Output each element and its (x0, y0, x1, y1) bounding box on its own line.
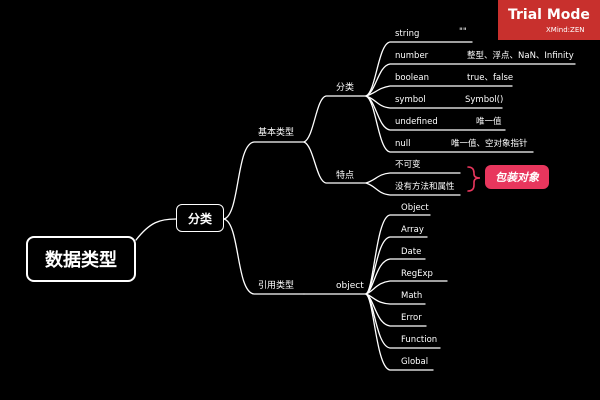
watermark-subtitle: XMind:ZEN (546, 26, 585, 34)
type-value-undefined[interactable]: 唯一值 (476, 117, 502, 127)
ref-item-regexp[interactable]: RegExp (401, 269, 433, 279)
ref-item-function[interactable]: Function (401, 335, 438, 345)
connector-type-number (365, 63, 576, 97)
connector-main-reference (223, 218, 305, 295)
root-node[interactable]: 数据类型 (26, 236, 136, 282)
connector-item-regexp (365, 280, 448, 295)
type-value-boolean[interactable]: true、false (467, 73, 514, 83)
feature-immutable[interactable]: 不可变 (395, 160, 421, 170)
type-name-null[interactable]: null (395, 139, 411, 149)
ref-item-error[interactable]: Error (401, 313, 422, 323)
ref-item-global[interactable]: Global (401, 357, 429, 367)
callout-wrapper-objects[interactable]: 包装对象 (485, 165, 549, 189)
subtopic-category[interactable]: 分类 (336, 83, 355, 93)
type-name-boolean[interactable]: boolean (395, 73, 429, 83)
ref-item-date[interactable]: Date (401, 247, 422, 257)
type-value-string[interactable]: "" (459, 27, 467, 37)
main-topic-node[interactable]: 分类 (176, 204, 224, 232)
type-value-null[interactable]: 唯一值、空对象指针 (451, 139, 528, 149)
type-value-symbol[interactable]: Symbol() (465, 95, 504, 105)
connector-item-math (365, 293, 426, 305)
connector-type-null (365, 95, 534, 153)
connector-feature-no-methods (365, 182, 461, 196)
connector-item-array (365, 236, 428, 295)
connector-root-main (135, 218, 177, 241)
ref-item-object[interactable]: Object (401, 203, 429, 213)
type-name-symbol[interactable]: symbol (395, 95, 426, 105)
branch-basic-types[interactable]: 基本类型 (258, 128, 295, 138)
callout-bracket (467, 166, 481, 192)
connector-basic-category (303, 95, 367, 143)
connector-main-basic (223, 141, 305, 220)
connector-item-global (365, 293, 434, 371)
type-name-undefined[interactable]: undefined (395, 117, 438, 127)
connector-type-boolean (365, 85, 513, 97)
watermark-title: Trial Mode (508, 7, 590, 23)
type-name-number[interactable]: number (395, 51, 429, 61)
ref-item-math[interactable]: Math (401, 291, 423, 301)
trial-mode-watermark (498, 0, 600, 40)
connector-feature-immutable (365, 172, 461, 184)
type-value-number[interactable]: 整型、浮点、NaN、Infinity (467, 51, 574, 61)
subtopic-object[interactable]: object (336, 281, 364, 291)
connector-basic-feature (303, 141, 367, 184)
connector-item-date (365, 258, 426, 295)
feature-no-methods[interactable]: 没有方法和属性 (395, 182, 455, 192)
branch-reference-types[interactable]: 引用类型 (258, 281, 295, 291)
subtopic-features[interactable]: 特点 (336, 171, 355, 181)
type-name-string[interactable]: string (395, 29, 420, 39)
ref-item-array[interactable]: Array (401, 225, 424, 235)
